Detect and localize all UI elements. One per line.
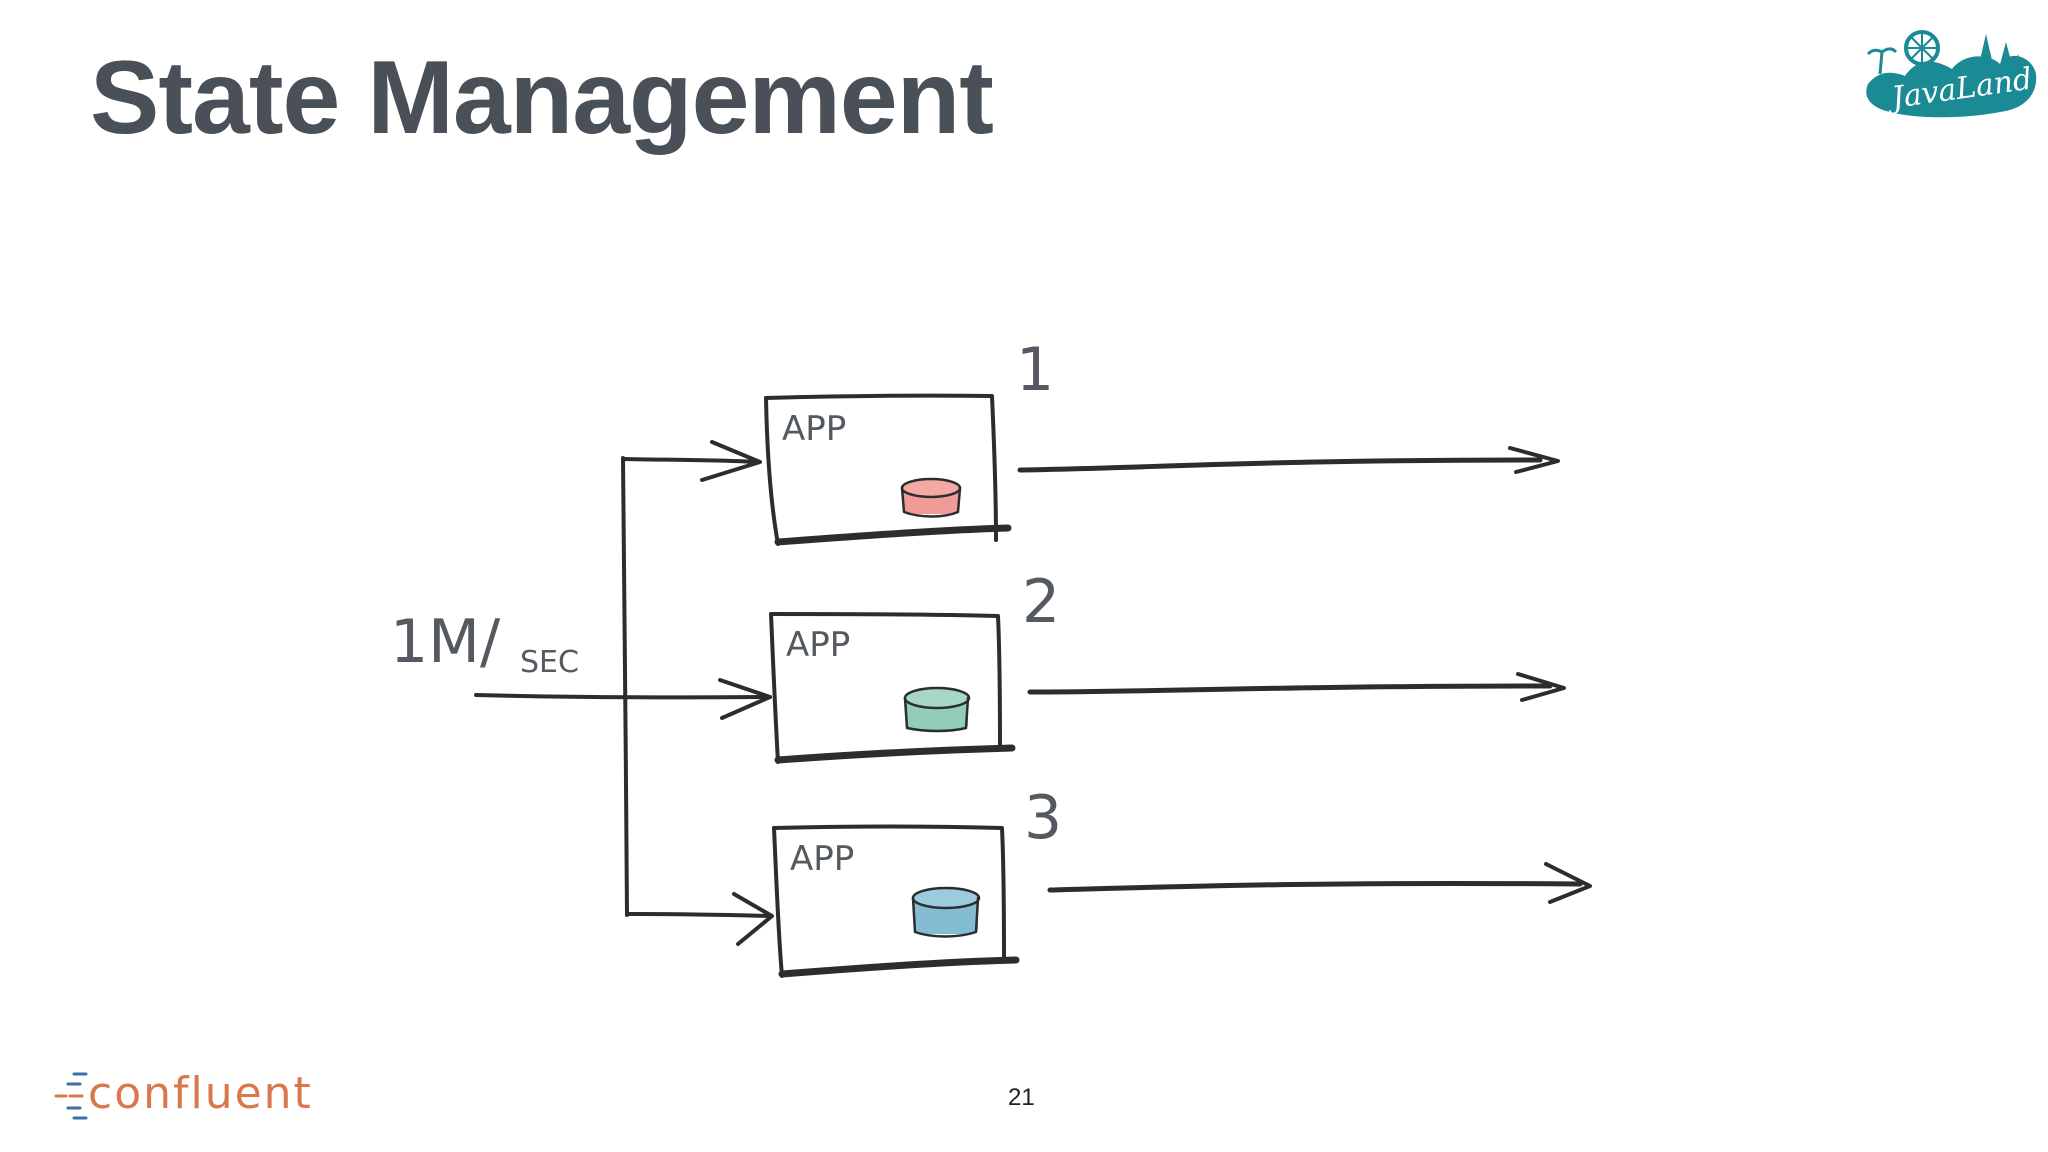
- output-arrow-3: [1047, 862, 1592, 904]
- input-line: [474, 693, 772, 700]
- arrow-head-in-2: [718, 678, 772, 720]
- input-rate-label: 1M/ SEC: [390, 607, 579, 680]
- arrow-head-in-3: [732, 892, 774, 946]
- app-label-2: APP: [786, 625, 850, 665]
- output-arrow-1: [1017, 446, 1560, 474]
- app-box-1: APP 1: [764, 335, 1054, 546]
- input-rate-main: 1M/: [390, 607, 501, 677]
- app-label-3: APP: [790, 839, 854, 879]
- distribution-line: [621, 456, 629, 917]
- javaland-logo: JavaLand: [1866, 30, 2037, 118]
- app-number-3: 3: [1024, 783, 1062, 853]
- app-number-1: 1: [1016, 335, 1054, 405]
- app-box-3: APP 3: [772, 783, 1062, 978]
- app-label-1: APP: [782, 409, 846, 449]
- confluent-wordmark: confluent: [88, 1068, 313, 1119]
- input-rate-unit: SEC: [520, 645, 579, 680]
- arrow-head-in-1: [700, 440, 762, 482]
- page-number: 21: [1008, 1084, 1035, 1111]
- slide-title: State Management: [90, 40, 994, 156]
- app-number-2: 2: [1022, 567, 1060, 637]
- output-arrow-2: [1027, 672, 1566, 702]
- state-store-icon-3: [911, 886, 981, 938]
- branch-line-1: [621, 457, 760, 464]
- branch-line-3: [626, 912, 772, 918]
- app-box-2: APP 2: [769, 567, 1060, 764]
- state-store-icon-2: [903, 686, 971, 733]
- state-store-icon-1: [900, 477, 962, 518]
- confluent-dashes-icon: [54, 1072, 88, 1120]
